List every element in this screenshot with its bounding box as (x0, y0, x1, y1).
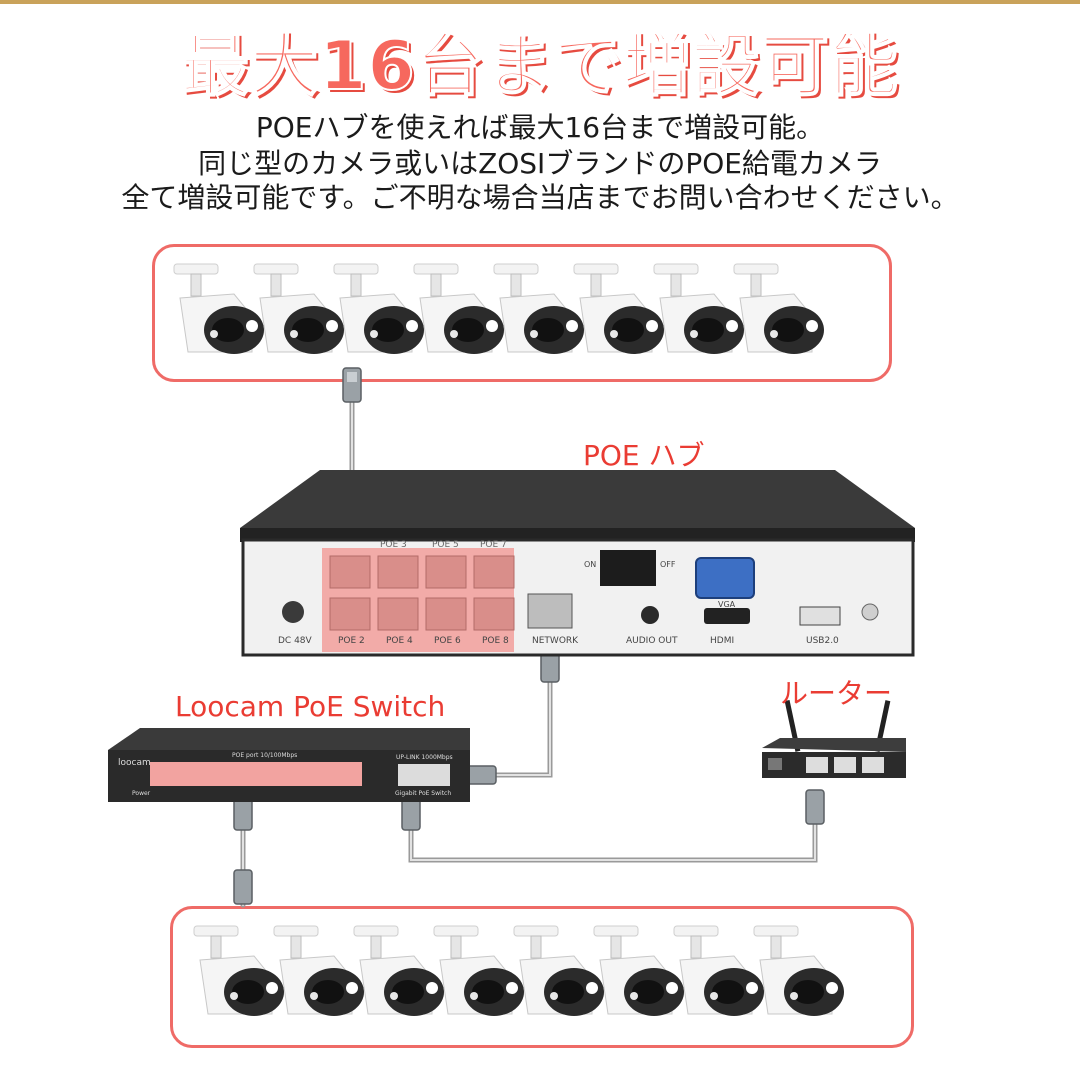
cable-nvr-to-switch (492, 669, 553, 778)
camera-icon (753, 925, 845, 1017)
nvr-poe7-label: POE 7 (480, 540, 507, 550)
camera-icon (673, 925, 765, 1017)
camera-icon (253, 263, 345, 355)
rj45-plug-icon (805, 789, 825, 825)
nvr-audio-label: AUDIO OUT (626, 636, 678, 646)
nvr-network-label: NETWORK (532, 636, 579, 646)
camera-icon (413, 263, 505, 355)
nvr-poe5-label: POE 5 (432, 540, 459, 550)
nvr-poe6-label: POE 6 (434, 636, 461, 646)
rj45-plug-icon (342, 367, 362, 403)
nvr-recorder (240, 470, 915, 657)
rj45-plug-icon (233, 869, 253, 905)
camera-icon (433, 925, 525, 1017)
nvr-usb-label: USB2.0 (806, 636, 839, 646)
camera-icon (653, 263, 745, 355)
poe-hub-label: POE ハブ (583, 439, 705, 472)
nvr-poe4-label: POE 4 (386, 636, 413, 646)
headline: 最大16台まで増設可能 (180, 26, 899, 107)
switch-brand: loocam (118, 758, 151, 768)
camera-icon (593, 925, 685, 1017)
nvr-off-label: OFF (660, 560, 676, 569)
switch-uplink-text: UP-LINK 1000Mbps (396, 754, 453, 761)
camera-icon (333, 263, 425, 355)
camera-icon (573, 263, 665, 355)
nvr-dc-label: DC 48V (278, 636, 312, 646)
router-label: ルーター (780, 677, 893, 710)
switch-power-text: Power (132, 790, 151, 797)
router-device (762, 699, 906, 778)
camera-icon (493, 263, 585, 355)
top-border (0, 0, 1080, 4)
nvr-on-label: ON (584, 560, 597, 569)
camera-icon (733, 263, 825, 355)
camera-icon (173, 263, 265, 355)
nvr-poe8-label: POE 8 (482, 636, 509, 646)
nvr-poe3-label: POE 3 (380, 540, 407, 550)
camera-icon (273, 925, 365, 1017)
top-camera-row (173, 263, 825, 355)
cable-switch-to-router (408, 817, 818, 863)
camera-icon (193, 925, 285, 1017)
poe-switch (108, 728, 470, 802)
description-line-2: 同じ型のカメラ或いはZOSIブランドのPOE給電カメラ (198, 147, 882, 180)
description-line-3: 全て増設可能です。ご不明な場合当店までお問い合わせください。 (121, 181, 959, 214)
camera-icon (513, 925, 605, 1017)
bottom-camera-row (193, 925, 845, 1017)
switch-gigabit-text: Gigabit PoE Switch (395, 790, 452, 797)
switch-label: Loocam PoE Switch (175, 690, 446, 723)
nvr-hdmi-label: HDMI (710, 636, 735, 646)
description-line-1: POEハブを使えれば最大16台まで増設可能。 (255, 111, 825, 144)
switch-poe-text: POE port 10/100Mbps (232, 752, 298, 759)
nvr-vga-label: VGA (718, 600, 736, 609)
camera-icon (353, 925, 445, 1017)
nvr-poe2-label: POE 2 (338, 636, 365, 646)
